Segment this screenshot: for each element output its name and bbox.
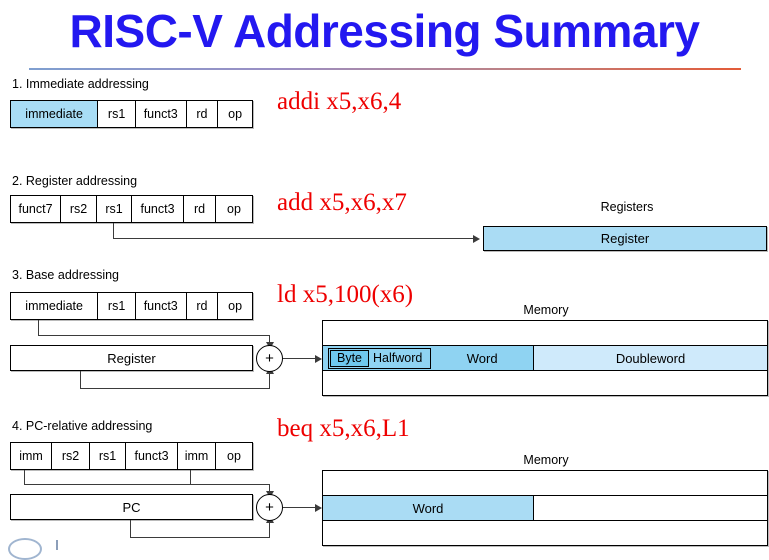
field-funct3: funct3 <box>135 293 187 319</box>
connector-imm-horizontal <box>38 335 270 336</box>
connector-pc-horizontal <box>130 537 270 538</box>
field-op: op <box>216 443 252 469</box>
section-heading-base: 3. Base addressing <box>12 268 120 282</box>
instruction-fields-pcrelative: imm rs2 rs1 funct3 imm op <box>10 442 253 470</box>
field-immediate: immediate <box>11 293 99 319</box>
field-rd: rd <box>186 293 219 319</box>
connector-immlow-vertical <box>190 470 191 484</box>
memory-segment-word-label: Word <box>466 350 498 366</box>
memory-segment-halfword: Halfword <box>373 351 423 365</box>
connector-rs1-horizontal <box>113 238 475 239</box>
field-immediate: immediate <box>11 101 99 127</box>
connector-adder-memory-pc-arrowhead <box>315 504 322 512</box>
connector-reg-horizontal <box>80 388 270 389</box>
field-funct3: funct3 <box>135 101 187 127</box>
field-op: op <box>216 196 252 222</box>
connector-imm-drop-pc <box>269 484 270 493</box>
register-file-box: Register <box>483 226 767 251</box>
connector-immhigh-vertical <box>24 470 25 484</box>
page-title: RISC-V Addressing Summary <box>69 5 700 57</box>
memory-block-pcrelative: Word <box>322 470 768 546</box>
field-op: op <box>218 101 252 127</box>
connector-adder-memory <box>283 358 316 359</box>
memory-row-empty-top <box>323 471 767 496</box>
memory-caption-pcrelative: Memory <box>523 453 569 467</box>
memory-segment-byte: Byte <box>330 349 370 367</box>
registers-caption: Registers <box>600 200 654 214</box>
memory-segment-empty <box>533 496 767 520</box>
field-imm-high: imm <box>11 443 52 469</box>
field-rs1: rs1 <box>97 196 132 222</box>
field-imm-low: imm <box>178 443 216 469</box>
memory-row-empty-top <box>323 321 767 346</box>
slide-canvas: RISC-V Addressing Summary 1. Immediate a… <box>8 5 768 560</box>
field-funct3: funct3 <box>126 443 178 469</box>
instruction-fields-register: funct7 rs2 rs1 funct3 rd op <box>10 195 253 223</box>
instruction-text-add: add x5,x6,x7 <box>277 189 407 216</box>
field-rd: rd <box>186 101 219 127</box>
connector-pc-vertical <box>130 520 131 537</box>
connector-imm-horizontal-pc <box>24 484 270 485</box>
connector-adder-memory-arrowhead <box>315 355 322 363</box>
field-funct7: funct7 <box>11 196 61 222</box>
memory-row-empty-bottom <box>323 521 767 545</box>
adder-base: + <box>256 345 283 372</box>
field-rs2: rs2 <box>52 443 90 469</box>
connector-adder-memory-pc <box>283 507 316 508</box>
adder-pcrelative: + <box>256 494 283 521</box>
instruction-text-beq: beq x5,x6,L1 <box>277 415 410 442</box>
connector-reg-rise <box>269 373 270 388</box>
memory-segment-word: Word <box>323 496 533 520</box>
field-rs1: rs1 <box>98 101 136 127</box>
connector-pc-rise <box>269 522 270 537</box>
connector-rs1-arrowhead <box>473 235 480 243</box>
halfword-group: Byte Halfword <box>328 347 432 369</box>
field-funct3: funct3 <box>132 196 184 222</box>
field-rd: rd <box>184 196 216 222</box>
memory-caption-base: Memory <box>523 303 569 317</box>
memory-row-empty-bottom <box>323 371 767 395</box>
footer-mark-icon <box>56 540 58 550</box>
connector-rs1-vertical <box>113 223 114 238</box>
connector-imm-drop <box>269 335 270 344</box>
field-rs1: rs1 <box>98 293 136 319</box>
section-heading-register: 2. Register addressing <box>12 174 138 188</box>
field-rs2: rs2 <box>61 196 97 222</box>
instruction-fields-immediate: immediate rs1 funct3 rd op <box>10 100 253 128</box>
memory-block-base: Byte Halfword Word Doubleword <box>322 320 768 396</box>
connector-reg-vertical <box>80 371 81 388</box>
instruction-text-ld: ld x5,100(x6) <box>277 281 414 308</box>
pc-box: PC <box>10 494 253 520</box>
footer-logo-icon <box>8 538 42 560</box>
title-divider <box>29 68 741 70</box>
section-heading-immediate: 1. Immediate addressing <box>12 77 149 91</box>
connector-imm-vertical <box>38 320 39 335</box>
section-heading-pcrelative: 4. PC-relative addressing <box>12 419 153 433</box>
memory-segment-word: Byte Halfword Word <box>323 346 533 370</box>
field-rs1: rs1 <box>90 443 126 469</box>
memory-segment-doubleword: Doubleword <box>533 346 767 370</box>
instruction-fields-base: immediate rs1 funct3 rd op <box>10 292 253 320</box>
instruction-text-addi: addi x5,x6,4 <box>277 88 402 115</box>
memory-row-data: Word <box>323 496 767 521</box>
memory-row-data: Byte Halfword Word Doubleword <box>323 346 767 371</box>
base-register-box: Register <box>10 345 253 371</box>
field-op: op <box>218 293 252 319</box>
